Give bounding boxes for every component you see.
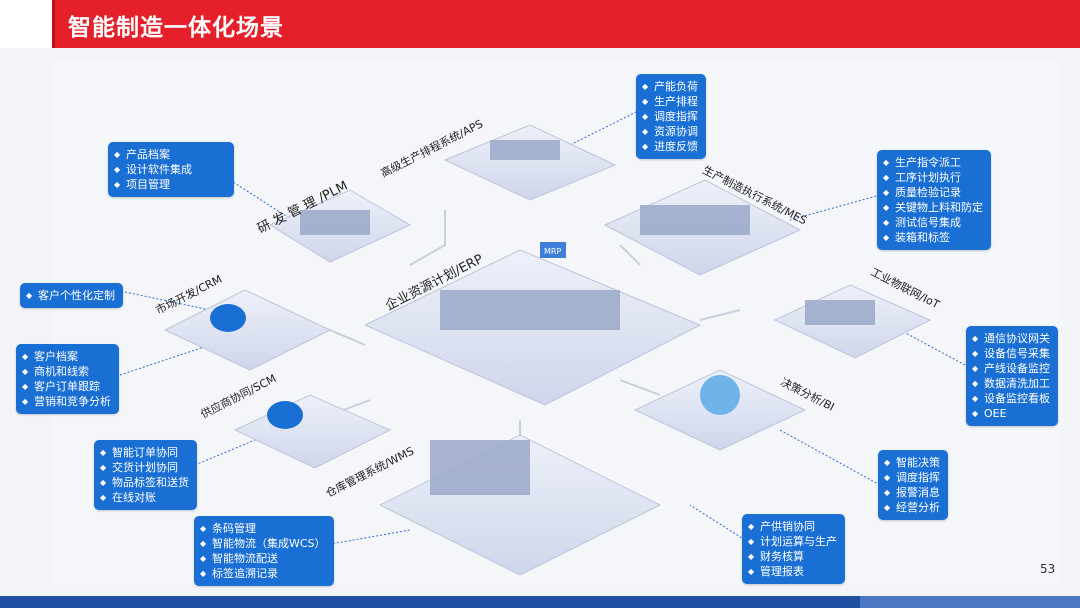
bubble-crm: 客户档案 商机和线索 客户订单跟踪 营销和竞争分析 — [16, 344, 119, 414]
plm-desks — [300, 210, 370, 235]
list-item: 物品标签和送货 — [100, 475, 189, 490]
wms-warehouse — [430, 440, 530, 495]
list-item: 管理报表 — [748, 564, 837, 579]
list-item: 装箱和标签 — [883, 230, 983, 245]
list-item: 质量检验记录 — [883, 185, 983, 200]
list-item: 营销和竞争分析 — [22, 394, 111, 409]
list-item: 通信协议网关 — [972, 331, 1050, 346]
list-item: 智能物流（集成WCS） — [200, 536, 326, 551]
bubble-plm: 产品档案 设计软件集成 项目管理 — [108, 142, 234, 197]
bubble-mes: 生产指令派工 工序计划执行 质量检验记录 关键物上料和防定 测试信号集成 装箱和… — [877, 150, 991, 250]
list-item: 客户档案 — [22, 349, 111, 364]
list-item: 设备监控看板 — [972, 391, 1050, 406]
bubble-aps: 产能负荷 生产排程 调度指挥 资源协调 进度反馈 — [636, 74, 706, 159]
list-item: 客户个性化定制 — [26, 288, 115, 303]
platform-aps — [443, 124, 617, 201]
list-item: 交货计划协同 — [100, 460, 189, 475]
list-item: 进度反馈 — [642, 139, 698, 154]
bubble-bi: 智能决策 调度指挥 报警消息 经营分析 — [878, 450, 948, 520]
list-item: 智能决策 — [884, 455, 940, 470]
bubble-wms: 条码管理 智能物流（集成WCS） 智能物流配送 标签追溯记录 — [194, 516, 334, 586]
bubble-iot: 通信协议网关 设备信号采集 产线设备监控 数据清洗加工 设备监控看板 OEE — [966, 326, 1058, 426]
list-item: 产线设备监控 — [972, 361, 1050, 376]
list-item: 设备信号采集 — [972, 346, 1050, 361]
list-item: 关键物上料和防定 — [883, 200, 983, 215]
list-item: 调度指挥 — [642, 109, 698, 124]
header-divider — [52, 0, 55, 48]
footer-accent — [860, 596, 1080, 608]
list-item: 标签追溯记录 — [200, 566, 326, 581]
list-item: 工序计划执行 — [883, 170, 983, 185]
list-item: 客户订单跟踪 — [22, 379, 111, 394]
bubble-erp-bottom: 产供销协同 计划运算与生产 财务核算 管理报表 — [742, 514, 845, 584]
scm-database-icon — [267, 401, 303, 429]
list-item: 设计软件集成 — [114, 162, 226, 177]
list-item: 数据清洗加工 — [972, 376, 1050, 391]
list-item: 资源协调 — [642, 124, 698, 139]
list-item: OEE — [972, 406, 1050, 421]
erp-workflow — [440, 290, 620, 330]
page-title: 智能制造一体化场景 — [68, 15, 284, 41]
page-number: 53 — [1040, 562, 1056, 576]
list-item: 智能订单协同 — [100, 445, 189, 460]
platform-crm — [163, 289, 332, 371]
mrp-icon — [540, 242, 566, 258]
list-item: 在线对账 — [100, 490, 189, 505]
iot-devices — [805, 300, 875, 325]
header-left-block — [0, 0, 52, 48]
aps-machine — [490, 140, 560, 160]
platform-scm — [233, 394, 392, 469]
list-item: 智能物流配送 — [200, 551, 326, 566]
list-item: 生产排程 — [642, 94, 698, 109]
list-item: 产能负荷 — [642, 79, 698, 94]
mes-line — [640, 205, 750, 235]
list-item: 项目管理 — [114, 177, 226, 192]
footer-bar — [0, 596, 1080, 608]
mrp-label: MRP — [544, 247, 561, 256]
list-item: 产供销协同 — [748, 519, 837, 534]
crm-database-icon — [210, 304, 246, 332]
header-bar: 智能制造一体化场景 — [0, 0, 1080, 48]
list-item: 产品档案 — [114, 147, 226, 162]
bubble-scm: 智能订单协同 交货计划协同 物品标签和送货 在线对账 — [94, 440, 197, 510]
bubble-crm-custom: 客户个性化定制 — [20, 283, 123, 308]
list-item: 财务核算 — [748, 549, 837, 564]
list-item: 调度指挥 — [884, 470, 940, 485]
list-item: 经营分析 — [884, 500, 940, 515]
list-item: 条码管理 — [200, 521, 326, 536]
list-item: 测试信号集成 — [883, 215, 983, 230]
list-item: 报警消息 — [884, 485, 940, 500]
list-item: 生产指令派工 — [883, 155, 983, 170]
list-item: 商机和线索 — [22, 364, 111, 379]
bi-dashboard-icon — [700, 375, 740, 415]
list-item: 计划运算与生产 — [748, 534, 837, 549]
